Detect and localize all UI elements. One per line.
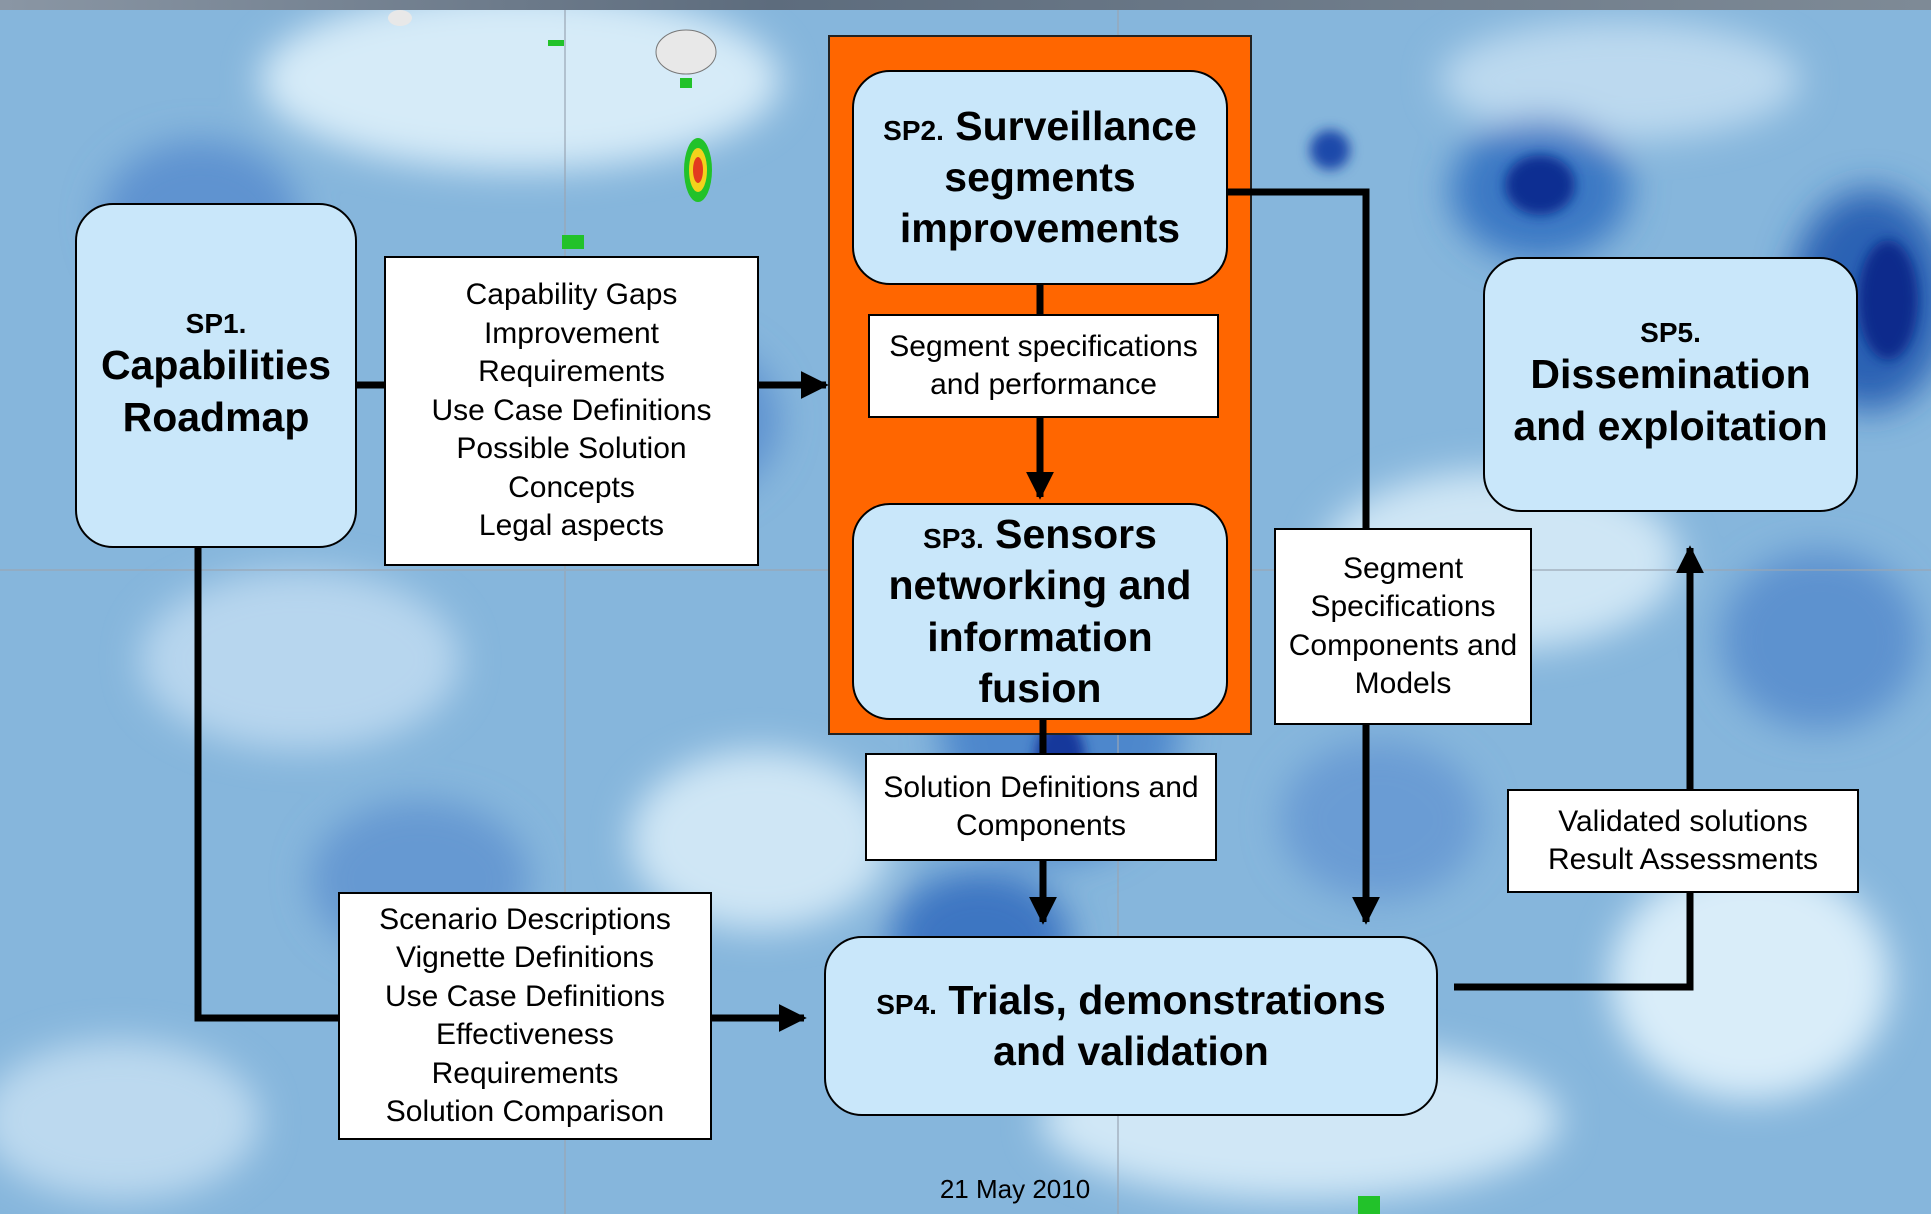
sp2-title-line-1: SP2. Surveillance xyxy=(883,101,1197,152)
label-line: Requirements xyxy=(478,355,665,389)
label-line: Use Case Definitions xyxy=(384,979,666,1013)
label-line: Possible Solution xyxy=(456,432,687,466)
sp4-title-line-2: and validation xyxy=(993,1028,1269,1074)
label-sp2-to-sp4: Segment Specifications Components and Mo… xyxy=(1274,528,1532,725)
label-line: Use Case Definitions xyxy=(431,393,712,427)
sp2-code: SP2. xyxy=(883,114,944,146)
label-sp1-to-sp4: Scenario Descriptions Vignette Definitio… xyxy=(338,892,712,1140)
sp3-box[interactable]: SP3. Sensors networking and information … xyxy=(852,503,1228,720)
label-line: Solution Comparison xyxy=(385,1095,665,1128)
sp2-title-line-2: segments xyxy=(944,153,1136,200)
label-line: Vignette Definitions xyxy=(396,941,654,974)
label-sp3-to-sp4: Solution Definitions and Components xyxy=(865,753,1217,861)
sp5-code: SP5. xyxy=(1640,317,1701,349)
label-sp2-to-sp3: Segment specifications and performance xyxy=(868,314,1219,418)
label-line: Components xyxy=(955,809,1127,842)
label-line: Concepts xyxy=(508,470,635,504)
sp2-box[interactable]: SP2. Surveillance segments improvements xyxy=(852,70,1228,285)
footer-date: 21 May 2010 xyxy=(939,1174,1091,1204)
label-line: Scenario Descriptions xyxy=(379,902,671,936)
sp3-code: SP3. xyxy=(923,523,984,554)
label-line: Solution Definitions and xyxy=(883,770,1199,804)
sp5-title-line-1: Dissemination xyxy=(1530,351,1811,398)
label-line: Components and xyxy=(1288,628,1518,662)
sp3-title-line-3: information xyxy=(927,613,1153,660)
label-sp4-to-sp5: Validated solutions Result Assessments xyxy=(1507,789,1859,893)
label-line: Result Assessments xyxy=(1547,843,1819,876)
label-line: Specifications xyxy=(1310,590,1496,623)
label-line: Validated solutions xyxy=(1558,804,1808,838)
label-line: Segment xyxy=(1342,551,1464,585)
label-line: Effectiveness xyxy=(436,1018,614,1051)
label-line: Segment specifications xyxy=(889,329,1198,363)
label-line: Requirements xyxy=(431,1056,619,1090)
label-sp1-to-sp2: Capability Gaps Improvement Requirements… xyxy=(384,256,759,566)
arrow-sp4-sp5 xyxy=(1454,545,1704,991)
sp3-title-line-2: networking and xyxy=(888,562,1192,609)
sp1-code: SP1. xyxy=(185,308,247,340)
sp1-box[interactable]: SP1. Capabilities Roadmap xyxy=(75,203,357,548)
label-line: and performance xyxy=(930,368,1157,401)
sp1-title-line-2: Roadmap xyxy=(122,393,310,440)
sp3-title-first: Sensors xyxy=(995,511,1157,557)
sp5-box[interactable]: SP5. Dissemination and exploitation xyxy=(1483,257,1858,512)
sp2-title-first: Surveillance xyxy=(955,102,1197,149)
label-line: Capability Gaps xyxy=(465,278,678,312)
label-line: Legal aspects xyxy=(478,509,665,543)
sp4-code: SP4. xyxy=(876,988,937,1020)
sp4-title-line-1: SP4. Trials, demonstrations xyxy=(876,975,1386,1026)
sp4-title-first: Trials, demonstrations xyxy=(948,976,1386,1023)
sp5-title-line-2: and exploitation xyxy=(1513,402,1828,449)
sp4-box[interactable]: SP4. Trials, demonstrations and validati… xyxy=(824,936,1438,1116)
sp3-title-line-4: fusion xyxy=(978,664,1102,711)
top-bar xyxy=(0,0,1931,10)
sp1-title-line-1: Capabilities xyxy=(100,342,332,389)
sp2-title-line-3: improvements xyxy=(899,205,1181,252)
sp3-title-line-1: SP3. Sensors xyxy=(923,509,1157,560)
label-line: Models xyxy=(1354,667,1452,700)
label-line: Improvement xyxy=(483,316,660,350)
